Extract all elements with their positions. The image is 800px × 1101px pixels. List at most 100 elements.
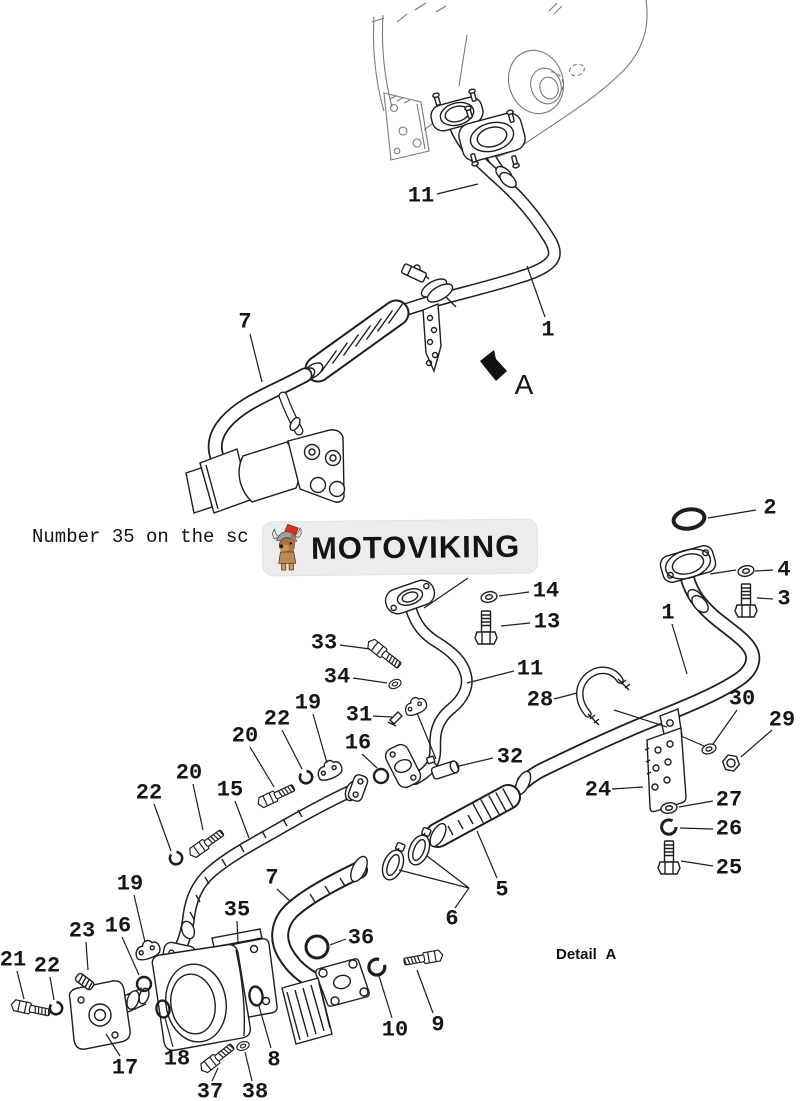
part-label-13: 13 xyxy=(533,609,561,635)
u-bolt-28 xyxy=(580,670,631,726)
washer-10 xyxy=(364,954,390,980)
bolt-9 xyxy=(402,948,445,968)
part-label-20: 20 xyxy=(175,760,203,786)
part-label-11: 11 xyxy=(407,183,435,209)
bolt-3 xyxy=(734,583,758,618)
washer-34 xyxy=(386,676,404,692)
pump-top-view xyxy=(185,429,346,514)
flange-part1 xyxy=(659,545,717,583)
top-assembly-view xyxy=(185,0,648,514)
o-ring-36 xyxy=(304,934,330,960)
washer-14 xyxy=(479,589,499,605)
part-label-35: 35 xyxy=(223,897,251,923)
part-label-29: 29 xyxy=(768,707,796,733)
part-label-30: 30 xyxy=(728,686,756,712)
hose-5 xyxy=(427,788,513,848)
part-label-7: 7 xyxy=(265,865,279,891)
flange-part11-bottom xyxy=(384,743,422,789)
washer-4 xyxy=(736,563,756,579)
elbow-17 xyxy=(68,980,150,1050)
bolt-13 xyxy=(474,610,498,645)
part-label-2: 2 xyxy=(763,495,777,521)
o-ring-8 xyxy=(248,985,264,1007)
part-label-1: 1 xyxy=(661,600,675,626)
part-label-A: A xyxy=(514,369,534,400)
part-label-25: 25 xyxy=(715,855,743,881)
elbow-flange-pipe7 xyxy=(281,958,370,1045)
detail-caption: Detail A xyxy=(556,946,617,963)
saddle-31 xyxy=(401,693,430,718)
bolt-20a xyxy=(255,781,297,810)
note-text: Number 35 on the sc xyxy=(32,526,249,548)
part-label-16: 16 xyxy=(344,730,372,756)
part-label-34: 34 xyxy=(323,664,351,690)
bolt-33 xyxy=(364,636,404,671)
tank-outline xyxy=(371,0,648,161)
washer-38 xyxy=(235,1039,251,1053)
part-label-26: 26 xyxy=(715,816,743,842)
part-label-22: 22 xyxy=(263,706,291,732)
flange-part11-top xyxy=(384,579,436,615)
tank-boss xyxy=(507,49,585,115)
part-label-31: 31 xyxy=(345,702,373,728)
part-label-22: 22 xyxy=(33,953,61,979)
clamp-32 xyxy=(425,755,460,780)
part-label-37: 37 xyxy=(196,1079,224,1101)
washer-22b xyxy=(167,849,185,867)
part-label-20: 20 xyxy=(231,723,259,749)
viking-mascot-icon xyxy=(272,523,302,571)
watermark-text: MOTOVIKING xyxy=(310,528,521,566)
part-label-3: 3 xyxy=(777,586,791,612)
part-label-14: 14 xyxy=(532,578,560,604)
part-label-8: 8 xyxy=(267,1047,281,1073)
part-label-28: 28 xyxy=(526,687,554,713)
part-label-6: 6 xyxy=(445,906,459,932)
o-ring-16-left xyxy=(135,975,153,993)
part-label-32: 32 xyxy=(496,744,524,770)
nut-29 xyxy=(720,753,742,773)
o-ring-2 xyxy=(671,507,707,531)
part-label-33: 33 xyxy=(310,630,338,656)
exploded-detail-view xyxy=(9,507,758,1076)
part-label-19: 19 xyxy=(294,690,322,716)
part-label-23: 23 xyxy=(68,918,96,944)
pipe-7 xyxy=(280,855,370,983)
clamp-6b xyxy=(377,839,412,884)
part-label-7: 7 xyxy=(238,309,252,335)
washer-22c xyxy=(47,999,65,1017)
tank-flange-large xyxy=(458,112,526,162)
part-label-24: 24 xyxy=(584,777,612,803)
part-label-10: 10 xyxy=(381,1017,409,1043)
snap-ring-26 xyxy=(658,816,679,838)
clamp-19a xyxy=(314,756,345,783)
o-ring-18 xyxy=(155,999,171,1019)
part-label-16: 16 xyxy=(104,913,132,939)
part-label-17: 17 xyxy=(111,1055,139,1081)
bolt-25 xyxy=(657,840,681,875)
bolt-21 xyxy=(9,998,52,1019)
clip-31 xyxy=(387,711,403,727)
part-label-38: 38 xyxy=(241,1079,269,1101)
part-label-11: 11 xyxy=(516,656,544,682)
part-label-27: 27 xyxy=(715,787,743,813)
part-label-21: 21 xyxy=(0,947,27,973)
part-label-15: 15 xyxy=(216,777,244,803)
part-label-5: 5 xyxy=(495,877,509,903)
view-direction-arrow xyxy=(480,350,507,381)
bracket-24 xyxy=(644,708,687,813)
o-ring-16-mid xyxy=(372,767,390,785)
pipe-clamp-bracket xyxy=(400,263,457,374)
washer-30 xyxy=(700,741,718,757)
part-label-9: 9 xyxy=(431,1012,445,1038)
bolt-20b xyxy=(186,827,227,860)
part-label-19: 19 xyxy=(116,871,144,897)
leader-lines xyxy=(16,183,774,1082)
part-label-18: 18 xyxy=(163,1046,191,1072)
part-label-36: 36 xyxy=(347,925,375,951)
watermark-logo: MOTOVIKING xyxy=(262,519,538,576)
part-label-22: 22 xyxy=(135,780,163,806)
washer-22a xyxy=(297,768,315,786)
part-label-1: 1 xyxy=(541,317,555,343)
